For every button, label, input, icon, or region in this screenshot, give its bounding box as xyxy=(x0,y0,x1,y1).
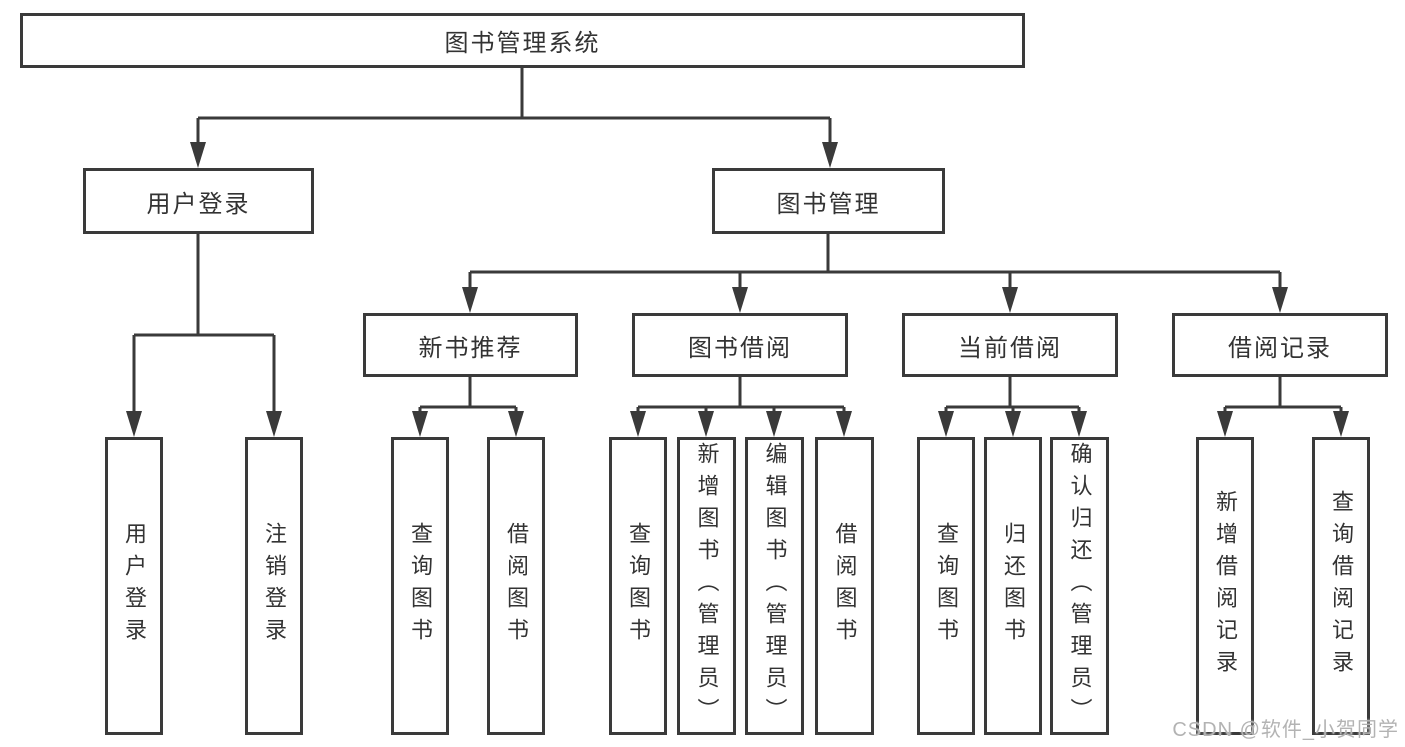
arrowhead-icon xyxy=(412,411,428,437)
node-book-management: 图书管理 xyxy=(712,168,945,234)
connector-login-to-children xyxy=(132,234,276,418)
connector-root-to-level2 xyxy=(196,67,832,150)
connector-newbook-to-children xyxy=(418,377,518,420)
node-leaf-borrow-books-2: 借阅图书 xyxy=(815,437,874,735)
node-current-borrow: 当前借阅 xyxy=(902,313,1118,377)
arrowhead-icon xyxy=(938,411,954,437)
arrowhead-icon xyxy=(698,411,714,437)
node-leaf-borrow-books-1: 借阅图书 xyxy=(487,437,545,735)
watermark-text: CSDN @软件_小贺同学 xyxy=(1172,719,1399,741)
arrowhead-icon xyxy=(732,287,748,313)
arrowhead-icon xyxy=(1333,411,1349,437)
node-leaf-query-books-1: 查询图书 xyxy=(391,437,449,735)
arrowhead-icon xyxy=(766,411,782,437)
node-leaf-add-borrow-record: 新增借阅记录 xyxy=(1196,437,1254,735)
node-leaf-user-login: 用户登录 xyxy=(105,437,163,735)
connector-mgmt-to-sections xyxy=(468,234,1282,294)
arrowhead-icon xyxy=(836,411,852,437)
arrowhead-icon xyxy=(1005,411,1021,437)
arrowhead-icon xyxy=(190,142,206,168)
connector-records-to-children xyxy=(1223,377,1343,420)
node-leaf-logout: 注销登录 xyxy=(245,437,303,735)
arrowhead-icon xyxy=(1071,411,1087,437)
arrowhead-icon xyxy=(126,411,142,437)
arrowhead-icon xyxy=(630,411,646,437)
node-user-login: 用户登录 xyxy=(83,168,314,234)
arrowhead-icon xyxy=(1272,287,1288,313)
arrowhead-icon xyxy=(266,411,282,437)
node-leaf-add-books-admin: 新增图书（管理员） xyxy=(677,437,736,735)
node-leaf-query-books-3: 查询图书 xyxy=(917,437,975,735)
arrowhead-icon xyxy=(822,142,838,168)
arrowhead-icon xyxy=(1002,287,1018,313)
node-book-borrow: 图书借阅 xyxy=(632,313,848,377)
arrowhead-icon xyxy=(508,411,524,437)
arrowhead-icon xyxy=(462,287,478,313)
node-leaf-edit-books-admin: 编辑图书（管理员） xyxy=(745,437,804,735)
node-leaf-query-books-2: 查询图书 xyxy=(609,437,667,735)
node-new-book-recommend: 新书推荐 xyxy=(363,313,578,377)
arrowhead-icon xyxy=(1217,411,1233,437)
node-root-system: 图书管理系统 xyxy=(20,13,1025,68)
node-leaf-query-borrow-record: 查询借阅记录 xyxy=(1312,437,1370,735)
node-leaf-confirm-return-admin: 确认归还（管理员） xyxy=(1050,437,1109,735)
connector-borrow-to-children xyxy=(636,377,846,420)
node-borrow-records: 借阅记录 xyxy=(1172,313,1388,377)
node-leaf-return-books: 归还图书 xyxy=(984,437,1042,735)
